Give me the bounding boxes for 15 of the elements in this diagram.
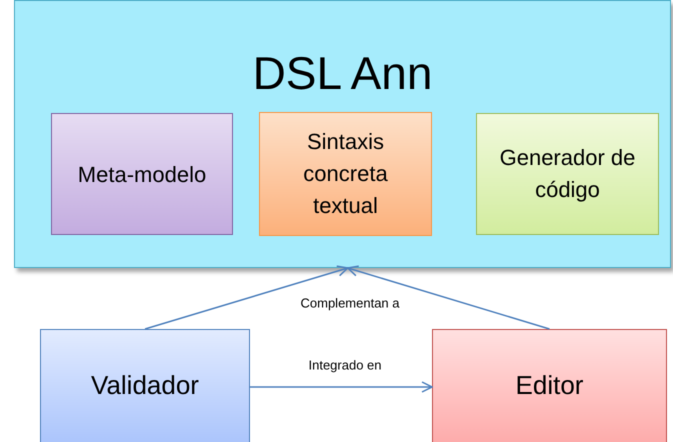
node-label: Sintaxis concreta textual	[302, 128, 389, 220]
component-box	[51, 113, 233, 235]
arrow	[347, 265, 550, 330]
node-label: Editor	[514, 369, 584, 402]
process-box	[40, 329, 250, 442]
node-label: Validador	[90, 369, 200, 402]
diagram-heading: DSL Ann	[252, 46, 434, 101]
arrow	[250, 381, 433, 393]
node-label: Generador de código	[498, 144, 636, 204]
node-label: Meta-modelo	[76, 160, 208, 188]
process-box	[432, 329, 667, 442]
arrow	[144, 265, 348, 330]
component-box	[476, 113, 659, 235]
container-box	[14, 0, 671, 268]
component-box	[259, 112, 432, 236]
